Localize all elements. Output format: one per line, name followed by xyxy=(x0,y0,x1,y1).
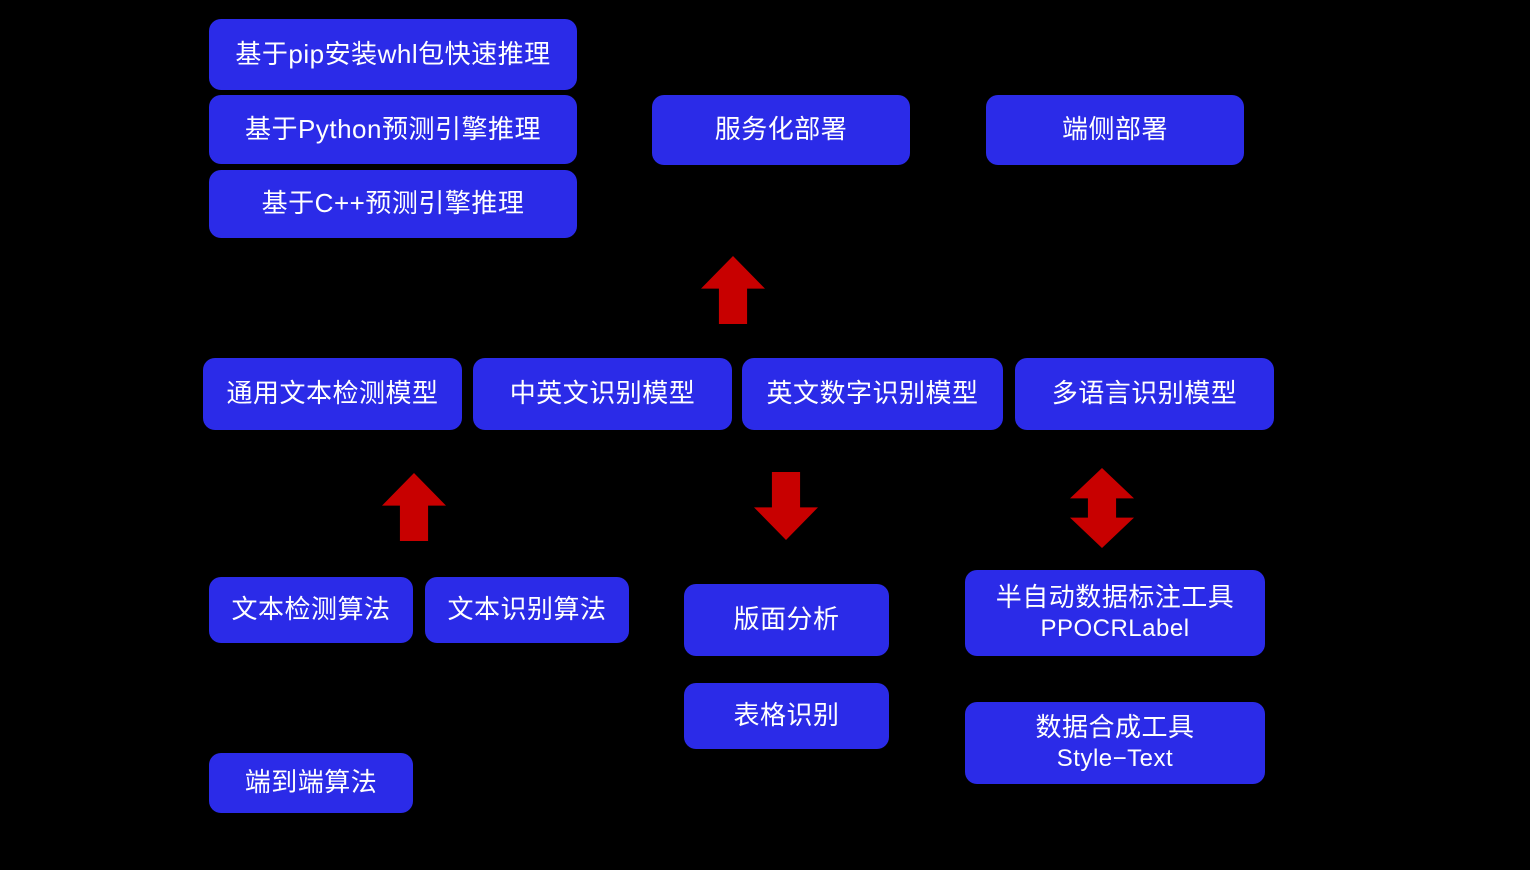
node-label: 文本识别算法 xyxy=(447,594,607,625)
node-label: 英文数字识别模型 xyxy=(766,378,979,409)
node-edge-deployment[interactable]: 端侧部署 xyxy=(986,95,1244,165)
node-text-recognition-algorithm[interactable]: 文本识别算法 xyxy=(425,577,629,643)
node-label: 版面分析 xyxy=(733,604,840,635)
arrow-models-to-data-tools-icon xyxy=(1070,468,1134,548)
node-python-inference[interactable]: 基于Python预测引擎推理 xyxy=(209,95,577,164)
node-pip-whl-inference[interactable]: 基于pip安装whl包快速推理 xyxy=(209,19,577,90)
node-label: 端侧部署 xyxy=(1061,114,1168,145)
node-label: 半自动数据标注工具 xyxy=(995,582,1235,613)
node-text-detection-algorithm[interactable]: 文本检测算法 xyxy=(209,577,413,643)
arrow-algorithms-to-detection-model-icon xyxy=(382,473,446,541)
node-table-recognition[interactable]: 表格识别 xyxy=(684,683,889,749)
node-multilingual-recognition-model[interactable]: 多语言识别模型 xyxy=(1015,358,1274,430)
node-label: 基于C++预测引擎推理 xyxy=(261,188,525,219)
node-layout-analysis[interactable]: 版面分析 xyxy=(684,584,889,656)
node-label: 数据合成工具 xyxy=(1035,712,1195,743)
arrow-models-to-layout-analysis-icon xyxy=(754,472,818,540)
node-general-text-detection-model[interactable]: 通用文本检测模型 xyxy=(203,358,462,430)
node-service-deployment[interactable]: 服务化部署 xyxy=(652,95,910,165)
node-label: 中英文识别模型 xyxy=(509,378,696,409)
node-label: 基于pip安装whl包快速推理 xyxy=(235,38,551,69)
node-label: 基于Python预测引擎推理 xyxy=(245,113,541,144)
node-label: 端到端算法 xyxy=(244,767,378,798)
node-cpp-inference[interactable]: 基于C++预测引擎推理 xyxy=(209,170,577,238)
node-label: 通用文本检测模型 xyxy=(226,378,439,409)
node-label: 表格识别 xyxy=(733,700,840,731)
node-label: 服务化部署 xyxy=(714,114,848,145)
arrow-models-to-deployment-icon xyxy=(701,256,765,324)
node-label: 多语言识别模型 xyxy=(1051,378,1238,409)
node-label: 文本检测算法 xyxy=(231,594,391,625)
node-end-to-end-algorithm[interactable]: 端到端算法 xyxy=(209,753,413,813)
node-sublabel: Style−Text xyxy=(1056,745,1174,773)
node-chinese-english-recognition-model[interactable]: 中英文识别模型 xyxy=(473,358,732,430)
node-english-digit-recognition-model[interactable]: 英文数字识别模型 xyxy=(742,358,1003,430)
node-sublabel: PPOCRLabel xyxy=(1040,615,1190,643)
